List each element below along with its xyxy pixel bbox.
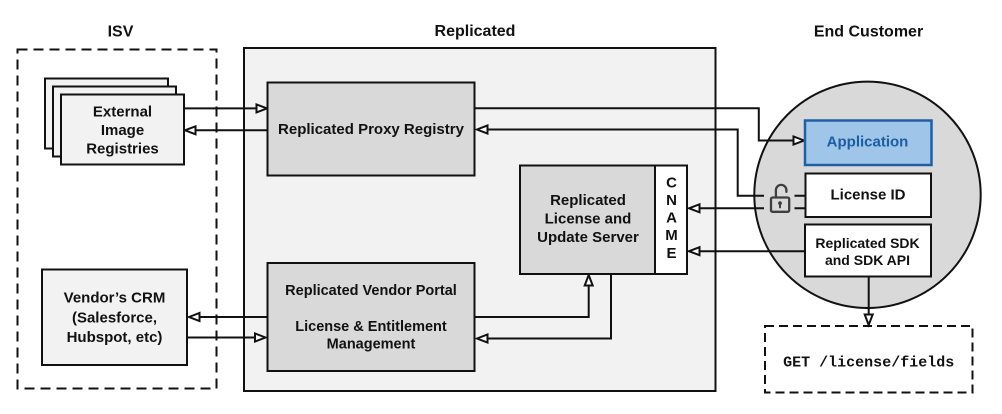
svg-text:Replicated: Replicated	[435, 23, 516, 40]
svg-text:ISV: ISV	[108, 23, 134, 40]
svg-text:Replicated Proxy Registry: Replicated Proxy Registry	[278, 121, 465, 138]
svg-text:Management: Management	[327, 337, 416, 353]
svg-text:and SDK API: and SDK API	[825, 252, 910, 268]
svg-text:Replicated Vendor Portal: Replicated Vendor Portal	[285, 283, 457, 299]
svg-text:Update Server: Update Server	[537, 229, 639, 246]
svg-text:M: M	[665, 227, 678, 244]
svg-text:License and: License and	[545, 210, 632, 227]
svg-text:N: N	[666, 192, 677, 209]
svg-text:Registries: Registries	[86, 140, 159, 157]
svg-text:E: E	[666, 245, 676, 262]
svg-text:Hubspot, etc): Hubspot, etc)	[67, 329, 163, 346]
svg-text:GET /license/fields: GET /license/fields	[783, 355, 954, 372]
svg-text:Application: Application	[827, 134, 909, 151]
svg-text:Replicated: Replicated	[550, 192, 626, 209]
svg-text:License ID: License ID	[830, 186, 905, 203]
svg-text:A: A	[666, 210, 677, 227]
svg-text:End Customer: End Customer	[814, 23, 923, 40]
svg-text:License & Entitlement: License & Entitlement	[295, 319, 447, 335]
svg-text:Vendor’s CRM: Vendor’s CRM	[64, 290, 166, 307]
svg-text:Image: Image	[101, 122, 144, 139]
svg-text:C: C	[666, 174, 677, 191]
svg-text:(Salesforce,: (Salesforce,	[72, 309, 157, 326]
svg-text:Replicated SDK: Replicated SDK	[815, 235, 919, 251]
svg-text:External: External	[93, 103, 152, 120]
